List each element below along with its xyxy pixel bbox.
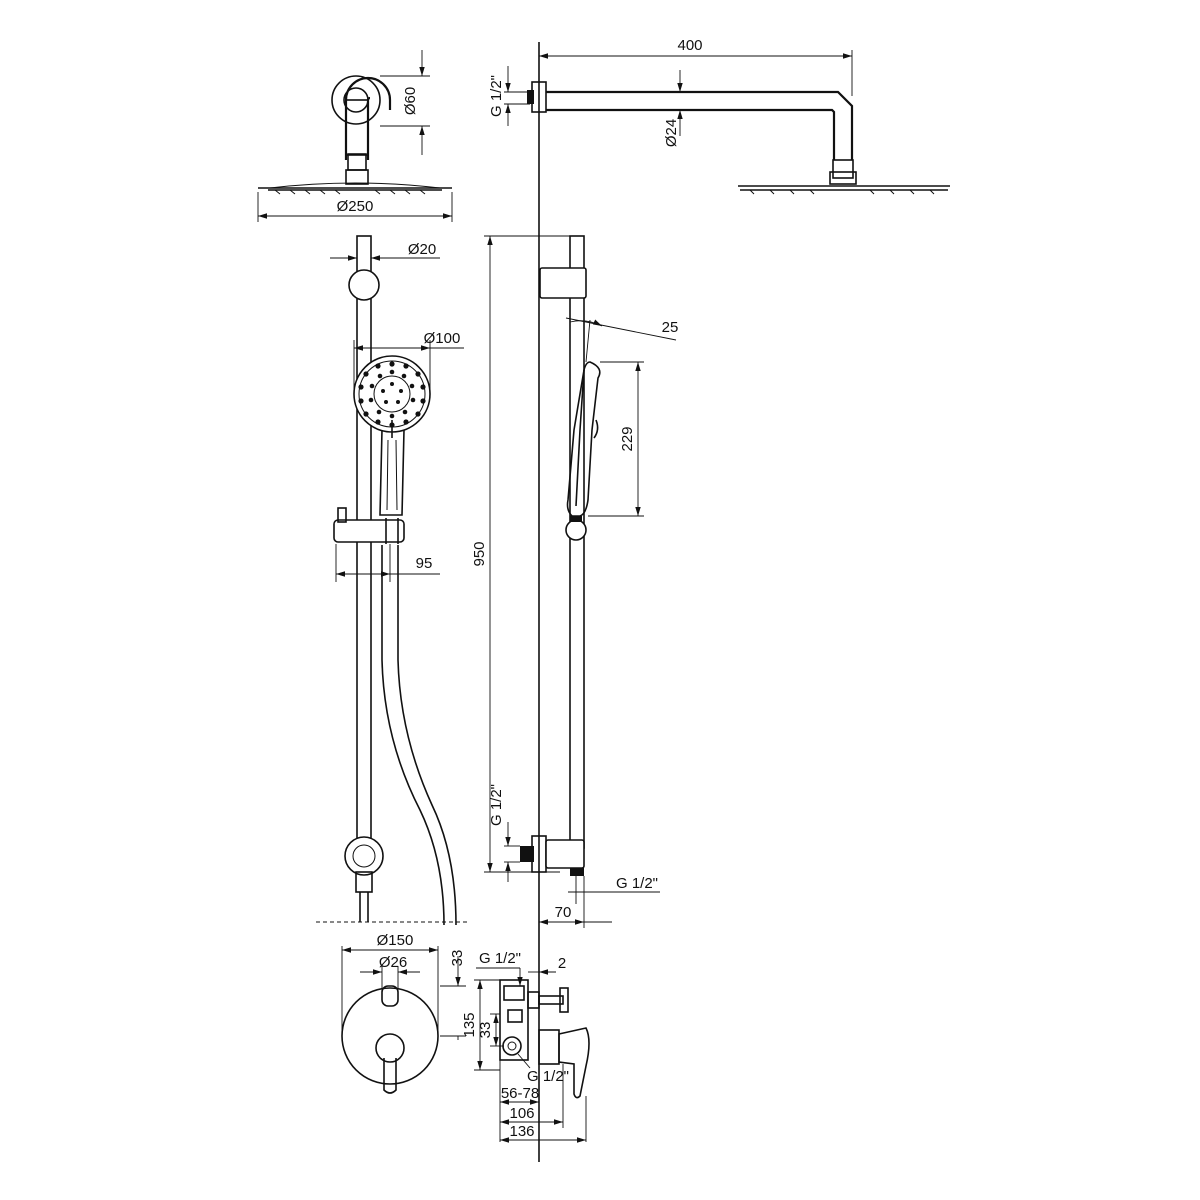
dim-g-outlet: G 1/2" (616, 875, 658, 892)
dim-d60: Ø60 (402, 87, 419, 115)
slide-rail-side-view: 950 25 229 G 1/2" G 1/2" (471, 235, 679, 928)
shower-arm-right-view: 400 G 1/2" Ø24 (488, 37, 950, 195)
dim-d100: Ø100 (424, 330, 461, 347)
dim-70: 70 (555, 904, 572, 921)
dim-400: 400 (677, 37, 702, 54)
dim-106: 106 (509, 1105, 534, 1122)
dim-33-mid: 33 (477, 1022, 494, 1039)
dim-d26: Ø26 (379, 954, 407, 971)
dim-g-top: G 1/2" (488, 75, 505, 117)
dim-g-valve-bottom: G 1/2" (527, 1068, 569, 1085)
dim-950: 950 (471, 541, 488, 566)
dim-d20: Ø20 (408, 241, 436, 258)
dim-56-78: 56-78 (501, 1085, 539, 1102)
dim-g-valve-top: G 1/2" (479, 950, 521, 967)
mixer-valve-side-view: G 1/2" 2 135 33 G 1/2" 56-78 106 136 (461, 950, 590, 1143)
dim-135: 135 (461, 1012, 478, 1037)
dim-136: 136 (509, 1123, 534, 1140)
dim-25: 25 (662, 319, 679, 336)
dim-33-top: 33 (449, 950, 466, 967)
dim-g-bottom: G 1/2" (488, 784, 505, 826)
shower-arm-side-view: Ø60 Ø250 (257, 50, 453, 222)
dim-d250: Ø250 (337, 198, 374, 215)
mixer-valve-front-view: Ø150 Ø26 33 (341, 932, 466, 1094)
slide-rail-front-view: Ø20 Ø100 (316, 235, 468, 926)
dim-d24: Ø24 (663, 119, 680, 147)
dim-2: 2 (558, 955, 566, 972)
dim-d150: Ø150 (377, 932, 414, 949)
dim-95: 95 (416, 555, 433, 572)
dim-229: 229 (619, 426, 636, 451)
